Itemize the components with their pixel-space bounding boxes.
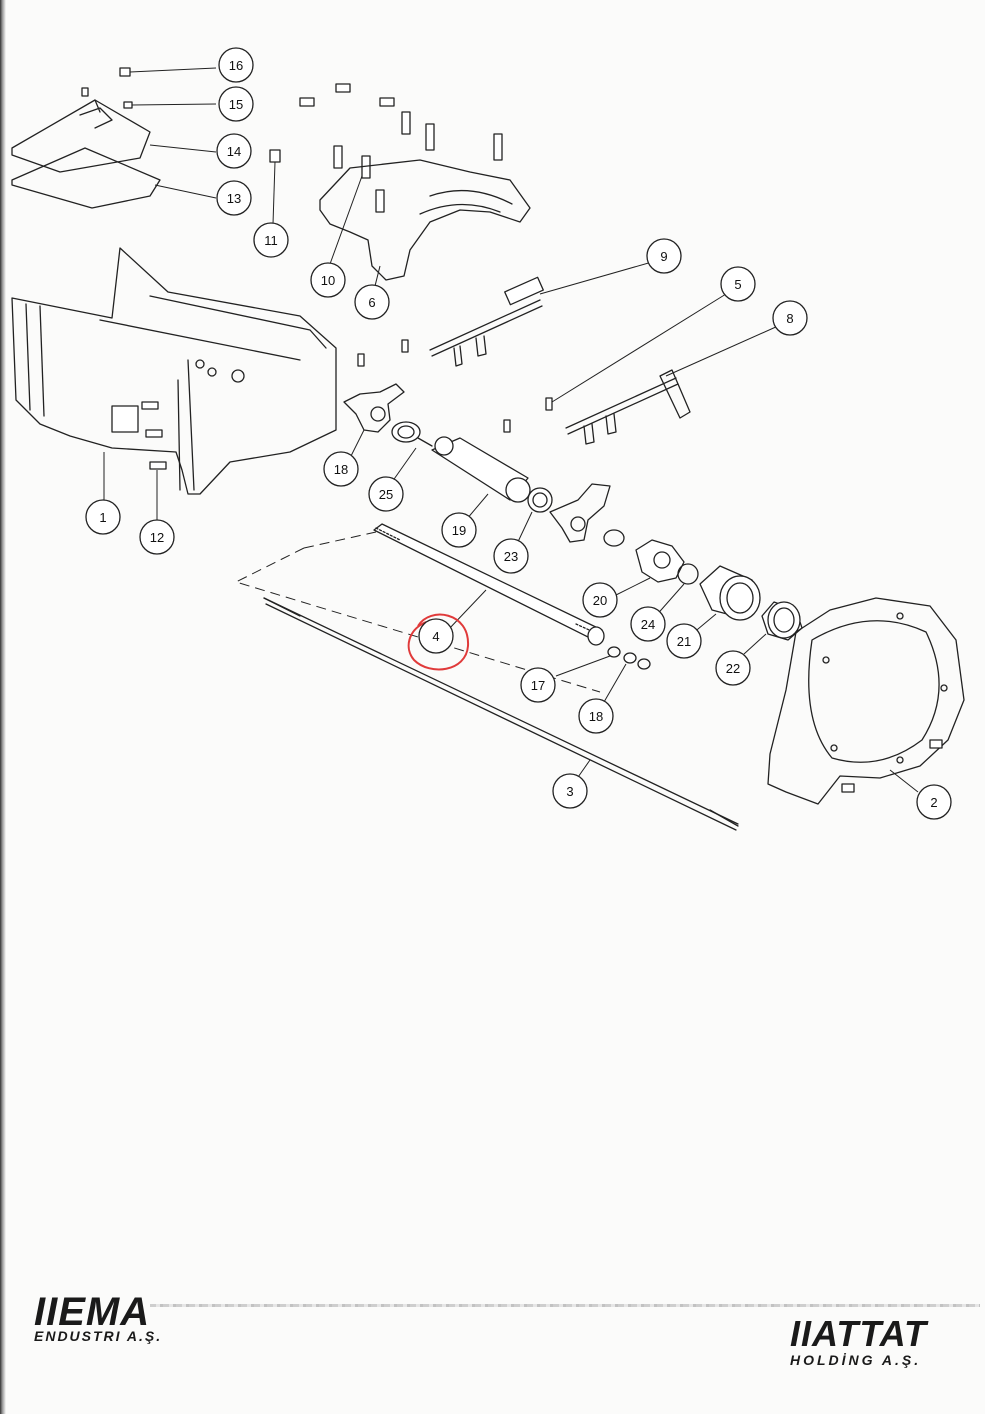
callout-label: 20	[593, 593, 607, 608]
coupler-21	[691, 565, 761, 635]
callout-label: 19	[452, 523, 466, 538]
main-housing-1	[11, 247, 337, 504]
callout-label: 12	[150, 530, 164, 545]
callout-13: 13	[216, 180, 252, 216]
callout-15: 15	[218, 86, 254, 122]
callout-label: 14	[227, 144, 241, 159]
callout-5: 5	[720, 266, 756, 302]
callout-label: 4	[432, 629, 439, 644]
shift-rod-8	[545, 293, 779, 445]
brand-right-name: IIATTAT	[790, 1313, 927, 1354]
footer-brand-right: IIATTAT HOLDİNG A.Ş.	[790, 1313, 927, 1369]
callout-label: 6	[368, 295, 375, 310]
callout-label: 21	[677, 634, 691, 649]
callout-label: 16	[229, 58, 243, 73]
bolt-15	[123, 101, 217, 109]
shaft-19	[431, 436, 531, 521]
callout-21: 21	[666, 623, 702, 659]
callout-14: 14	[216, 133, 252, 169]
callout-label: 3	[566, 784, 573, 799]
callout-16: 16	[218, 47, 254, 83]
shaft-3	[263, 597, 739, 831]
washer-17	[555, 646, 621, 677]
callout-label: 22	[726, 661, 740, 676]
brand-left-sub: ENDUSTRI A.Ş.	[34, 1328, 163, 1344]
callout-12: 12	[139, 519, 175, 555]
footer-divider	[150, 1304, 980, 1307]
bolts-12	[141, 401, 167, 524]
callout-label: 10	[321, 273, 335, 288]
brand-right-sub: HOLDİNG A.Ş.	[790, 1352, 922, 1368]
callout-label: 8	[786, 311, 793, 326]
callout-label: 1	[99, 510, 106, 525]
callout-10: 10	[310, 262, 346, 298]
callout-label: 9	[660, 249, 667, 264]
callout-label: 24	[641, 617, 655, 632]
callout-4: 4	[418, 618, 454, 654]
callout-22: 22	[715, 650, 751, 686]
callout-9: 9	[646, 238, 682, 274]
callout-1: 1	[85, 499, 121, 535]
footer-brand-left: IIEMA ENDUSTRI A.Ş.	[34, 1292, 162, 1344]
callout-20: 20	[582, 582, 618, 618]
bracket-18-upper	[343, 383, 405, 459]
callout-label: 2	[930, 795, 937, 810]
cover-plate-14	[11, 99, 151, 173]
washer-18-lower	[603, 652, 651, 703]
shift-rod-9	[429, 261, 653, 367]
bushing-23	[515, 487, 553, 547]
callout-label: 23	[504, 549, 518, 564]
yoke-20	[613, 539, 685, 597]
bell-housing-2	[767, 597, 965, 805]
bushing-25	[391, 421, 433, 483]
callout-25: 25	[368, 476, 404, 512]
callout-2: 2	[916, 784, 952, 820]
callout-11: 11	[253, 222, 289, 258]
callout-label: 13	[227, 191, 241, 206]
brand-left-name: IIEMA	[34, 1290, 151, 1334]
callout-label: 25	[379, 487, 393, 502]
bracket-18-right	[549, 483, 611, 543]
callout-19: 19	[441, 512, 477, 548]
callout-8: 8	[772, 300, 808, 336]
coupler-22	[743, 601, 803, 655]
callout-label: 18	[334, 462, 348, 477]
highlight-circle	[407, 613, 470, 671]
cover-plate-13	[11, 147, 161, 209]
callout-label: 5	[734, 277, 741, 292]
callout-24: 24	[630, 606, 666, 642]
callout-17: 17	[520, 667, 556, 703]
bolts-top	[269, 83, 503, 225]
callout-18-upper: 18	[323, 451, 359, 487]
callout-label: 15	[229, 97, 243, 112]
callout-23: 23	[493, 538, 529, 574]
housing-6	[319, 159, 531, 291]
callout-label: 18	[589, 709, 603, 724]
shaft-4	[373, 523, 605, 646]
bolt-16	[119, 67, 217, 77]
callout-label: 17	[531, 678, 545, 693]
callout-6: 6	[354, 284, 390, 320]
scan-edge-shadow	[0, 0, 6, 1414]
callout-18-lower: 18	[578, 698, 614, 734]
callout-3: 3	[552, 773, 588, 809]
callout-label: 11	[264, 233, 278, 248]
